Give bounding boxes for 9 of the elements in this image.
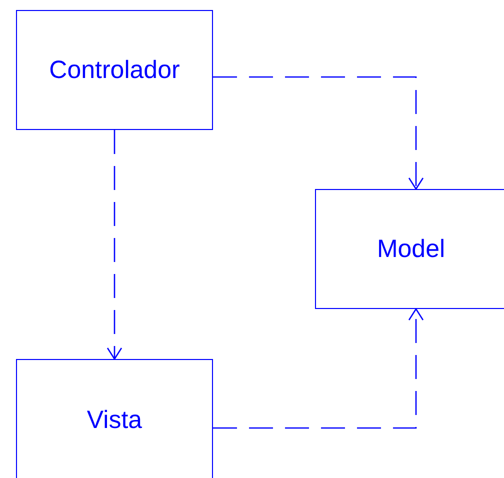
class-box bbox=[16, 359, 213, 478]
class-name: Model bbox=[376, 234, 446, 264]
class-name: Controlador bbox=[49, 56, 180, 84]
dashed-arrow bbox=[213, 76, 424, 190]
dashed-arrow bbox=[106, 130, 122, 360]
class-box bbox=[315, 189, 504, 309]
class-name: Vista bbox=[86, 406, 142, 434]
dashed-arrow bbox=[213, 308, 424, 429]
class-box bbox=[16, 10, 213, 130]
